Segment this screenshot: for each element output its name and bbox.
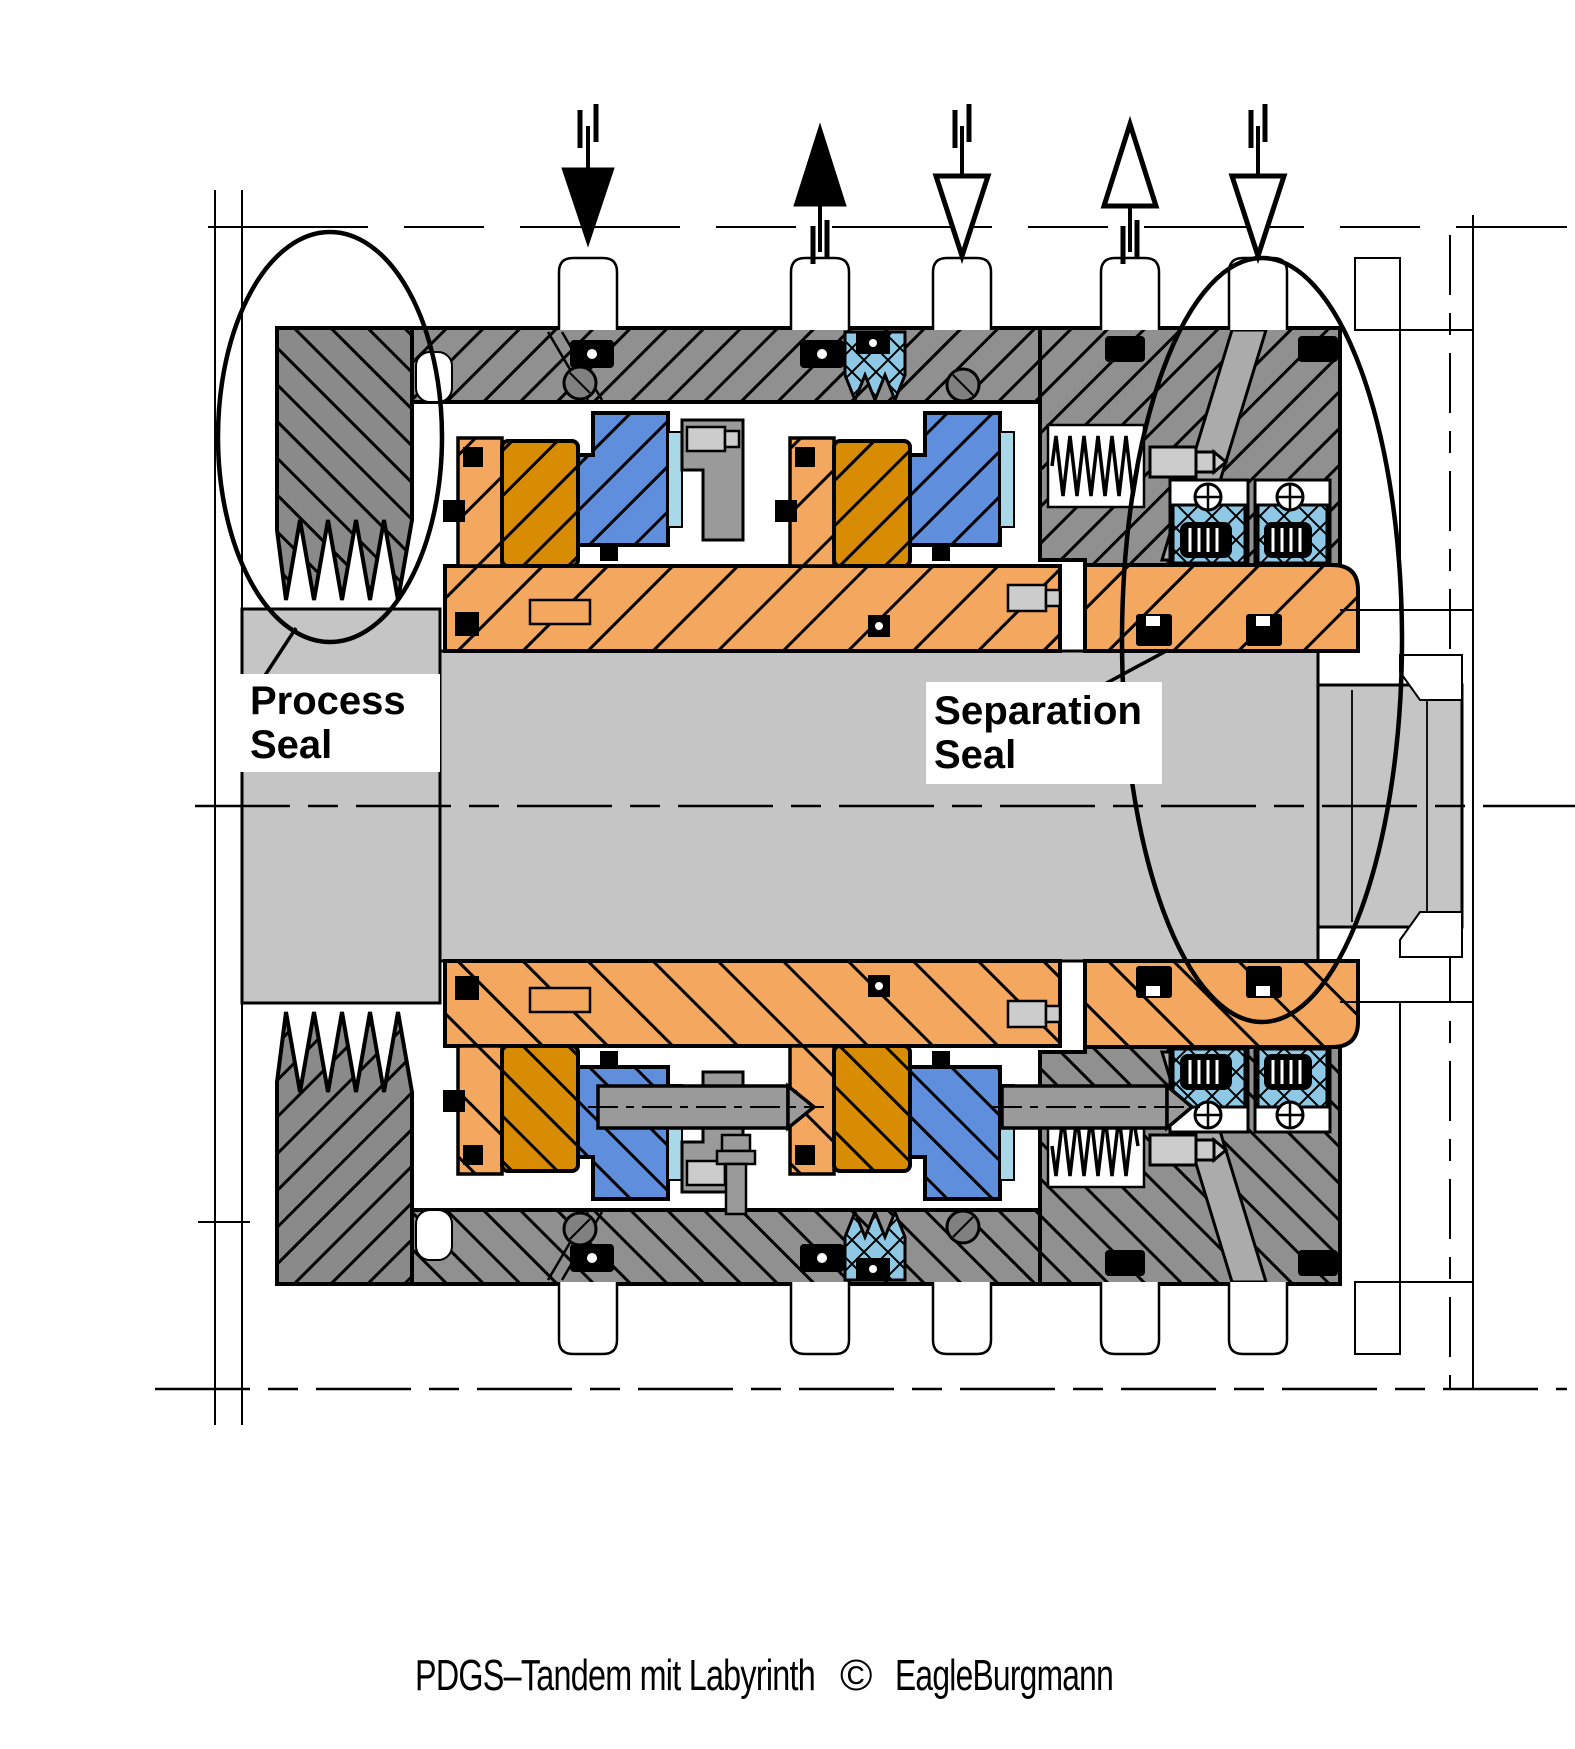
mating-ring xyxy=(576,411,670,547)
labyrinth-gland xyxy=(275,326,414,601)
separation-seal-ellipse xyxy=(1119,255,1405,1025)
housing-cover-band xyxy=(410,326,1042,404)
port-plug-icon xyxy=(1298,336,1338,362)
bolt-hatch xyxy=(569,372,591,394)
connection-ports xyxy=(557,256,1289,330)
lower-overlay xyxy=(588,1082,1200,1216)
casing-step-block xyxy=(1354,257,1401,331)
o-ring-icon xyxy=(1246,614,1282,646)
flow-arrow-2-filled-up-icon xyxy=(793,122,847,264)
o-ring-icon xyxy=(443,500,465,522)
port-plug-icon xyxy=(1105,336,1145,362)
set-screw-icon xyxy=(1006,583,1062,613)
o-ring-icon xyxy=(463,447,483,467)
flow-arrow-1-filled-down-icon xyxy=(561,104,615,248)
flow-arrows xyxy=(561,104,1288,265)
rotating-seat-ring xyxy=(832,439,912,568)
sleeve-key-slot xyxy=(528,598,592,626)
garter-spring-icon xyxy=(1264,522,1312,558)
coil-spring-icon xyxy=(1050,435,1140,497)
caption: PDGS–Tandem mit Labyrinth © EagleBurgman… xyxy=(415,1651,1114,1700)
flow-arrow-3-outline-down-icon xyxy=(932,104,992,265)
caption-title: PDGS–Tandem mit Labyrinth xyxy=(415,1651,815,1700)
upper-assembly xyxy=(275,256,1473,701)
callouts: Process Seal Separation Seal xyxy=(215,229,1405,1025)
port-opening xyxy=(931,256,993,330)
casing-outline-right xyxy=(1340,257,1473,701)
fitting-screw-icon xyxy=(1148,445,1229,479)
seal-stage-2 xyxy=(775,411,1015,568)
flow-arrow-5-outline-down-icon xyxy=(1228,104,1288,265)
mating-ring xyxy=(908,411,1002,547)
o-ring-icon xyxy=(795,447,815,467)
retainer-cross xyxy=(1277,484,1303,510)
flow-arrow-4-outline-up-icon xyxy=(1100,115,1160,264)
caption-copyright: © xyxy=(840,1651,872,1700)
seal-face-sliver xyxy=(667,431,683,528)
port-opening xyxy=(1227,256,1289,330)
o-ring-notch xyxy=(1146,616,1160,626)
seal-stage-1 xyxy=(443,411,745,568)
plug-dot xyxy=(817,349,827,359)
o-ring-icon xyxy=(1136,614,1172,646)
plug-dot xyxy=(875,622,883,630)
vent-bolt-icon xyxy=(715,1133,757,1216)
process-seal-leader xyxy=(260,627,298,681)
process-seal-label-line1: Process xyxy=(250,679,406,723)
separation-seal-label-box xyxy=(926,682,1162,784)
process-seal-label-line2: Seal xyxy=(250,723,332,767)
port-opening xyxy=(1099,256,1161,330)
garter-spring-icon xyxy=(1180,522,1232,558)
separation-seal-label-line2: Seal xyxy=(934,733,1016,777)
plug-dot xyxy=(869,339,877,347)
o-ring-icon xyxy=(775,500,797,522)
retainer-cross xyxy=(1195,484,1221,510)
bolt-hatch xyxy=(952,374,974,396)
seal-face-sliver xyxy=(999,431,1015,528)
port-opening xyxy=(557,256,619,330)
o-ring-icon xyxy=(600,545,618,561)
separation-seal-label-line1: Separation xyxy=(934,689,1142,733)
garter-comb xyxy=(1271,528,1302,552)
rotating-seat-ring xyxy=(500,439,580,568)
process-seal-ellipse xyxy=(215,229,445,645)
garter-comb xyxy=(1188,528,1219,552)
o-ring-icon xyxy=(455,612,479,636)
port-opening xyxy=(789,256,851,330)
lower-assembly xyxy=(275,910,1475,1356)
o-ring-notch xyxy=(1256,616,1270,626)
process-seal-label-box xyxy=(240,674,440,772)
o-ring-icon xyxy=(932,545,950,561)
drive-screw-icon xyxy=(685,425,741,453)
plug-dot xyxy=(587,349,597,359)
reference-lines xyxy=(155,190,1567,1425)
caption-brand: EagleBurgmann xyxy=(895,1651,1113,1700)
